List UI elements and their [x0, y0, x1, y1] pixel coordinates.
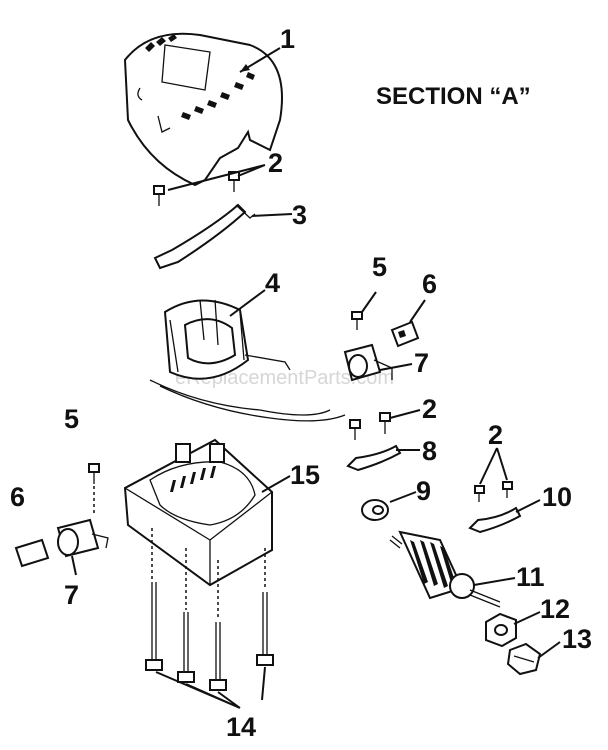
- part-7-brush-holder-left[interactable]: [56, 518, 109, 558]
- part-7-brush-holder-upper[interactable]: [343, 343, 393, 382]
- label-2b: 2: [422, 394, 437, 424]
- label-4: 4: [265, 268, 280, 298]
- label-5b: 5: [64, 404, 79, 434]
- part-2-screws-right[interactable]: [474, 481, 513, 502]
- part-6-brush-upper[interactable]: [390, 320, 420, 348]
- leader-15: [261, 475, 291, 493]
- section-title: SECTION “A”: [376, 83, 531, 110]
- part-3-bracket[interactable]: [153, 203, 256, 270]
- part-14-bolts[interactable]: [145, 582, 274, 691]
- part-8-bracket[interactable]: [346, 444, 402, 472]
- label-15: 15: [290, 460, 320, 490]
- leader-4: [229, 289, 266, 317]
- leader-14: [155, 666, 266, 709]
- part-5-screw-left[interactable]: [88, 463, 100, 516]
- label-7a: 7: [414, 348, 429, 378]
- part-11-armature[interactable]: [389, 530, 501, 608]
- label-8: 8: [422, 436, 437, 466]
- leader-7b: [71, 555, 77, 576]
- part-1-cover[interactable]: [123, 32, 283, 187]
- part-5-screw-upper[interactable]: [351, 311, 363, 330]
- part-13-cap[interactable]: [506, 642, 542, 676]
- label-7b: 7: [64, 580, 79, 610]
- bolt-guides: [151, 528, 266, 620]
- label-2a: 2: [268, 148, 283, 178]
- label-6a: 6: [422, 269, 437, 299]
- label-3: 3: [292, 200, 307, 230]
- label-5a: 5: [372, 252, 387, 282]
- leader-13: [537, 641, 561, 659]
- leader-10: [515, 499, 541, 513]
- label-12: 12: [540, 594, 570, 624]
- leader-7a: [379, 363, 413, 371]
- label-13: 13: [562, 624, 592, 654]
- leader-2b: [389, 409, 421, 419]
- leader-6a: [409, 299, 426, 323]
- label-2c: 2: [488, 420, 503, 450]
- leader-2a: [167, 164, 266, 191]
- part-12-nut[interactable]: [485, 612, 517, 648]
- part-10-bracket[interactable]: [468, 506, 522, 534]
- label-10: 10: [542, 482, 572, 512]
- part-2-screws-middle[interactable]: [349, 412, 391, 440]
- part-15-housing[interactable]: [123, 438, 273, 587]
- part-9-bushing[interactable]: [361, 499, 389, 521]
- leader-3: [251, 213, 293, 217]
- label-14: 14: [226, 712, 256, 742]
- leader-12: [513, 611, 541, 625]
- leader-9: [389, 491, 417, 503]
- label-9: 9: [416, 476, 431, 506]
- label-1: 1: [280, 24, 295, 54]
- label-11: 11: [516, 562, 545, 592]
- leader-5a: [361, 291, 377, 313]
- part-6-brush-left[interactable]: [14, 538, 50, 568]
- leader-11: [473, 577, 516, 586]
- leader-2c: [479, 447, 508, 485]
- part-4-field-coil[interactable]: [149, 299, 346, 422]
- label-6b: 6: [10, 482, 25, 512]
